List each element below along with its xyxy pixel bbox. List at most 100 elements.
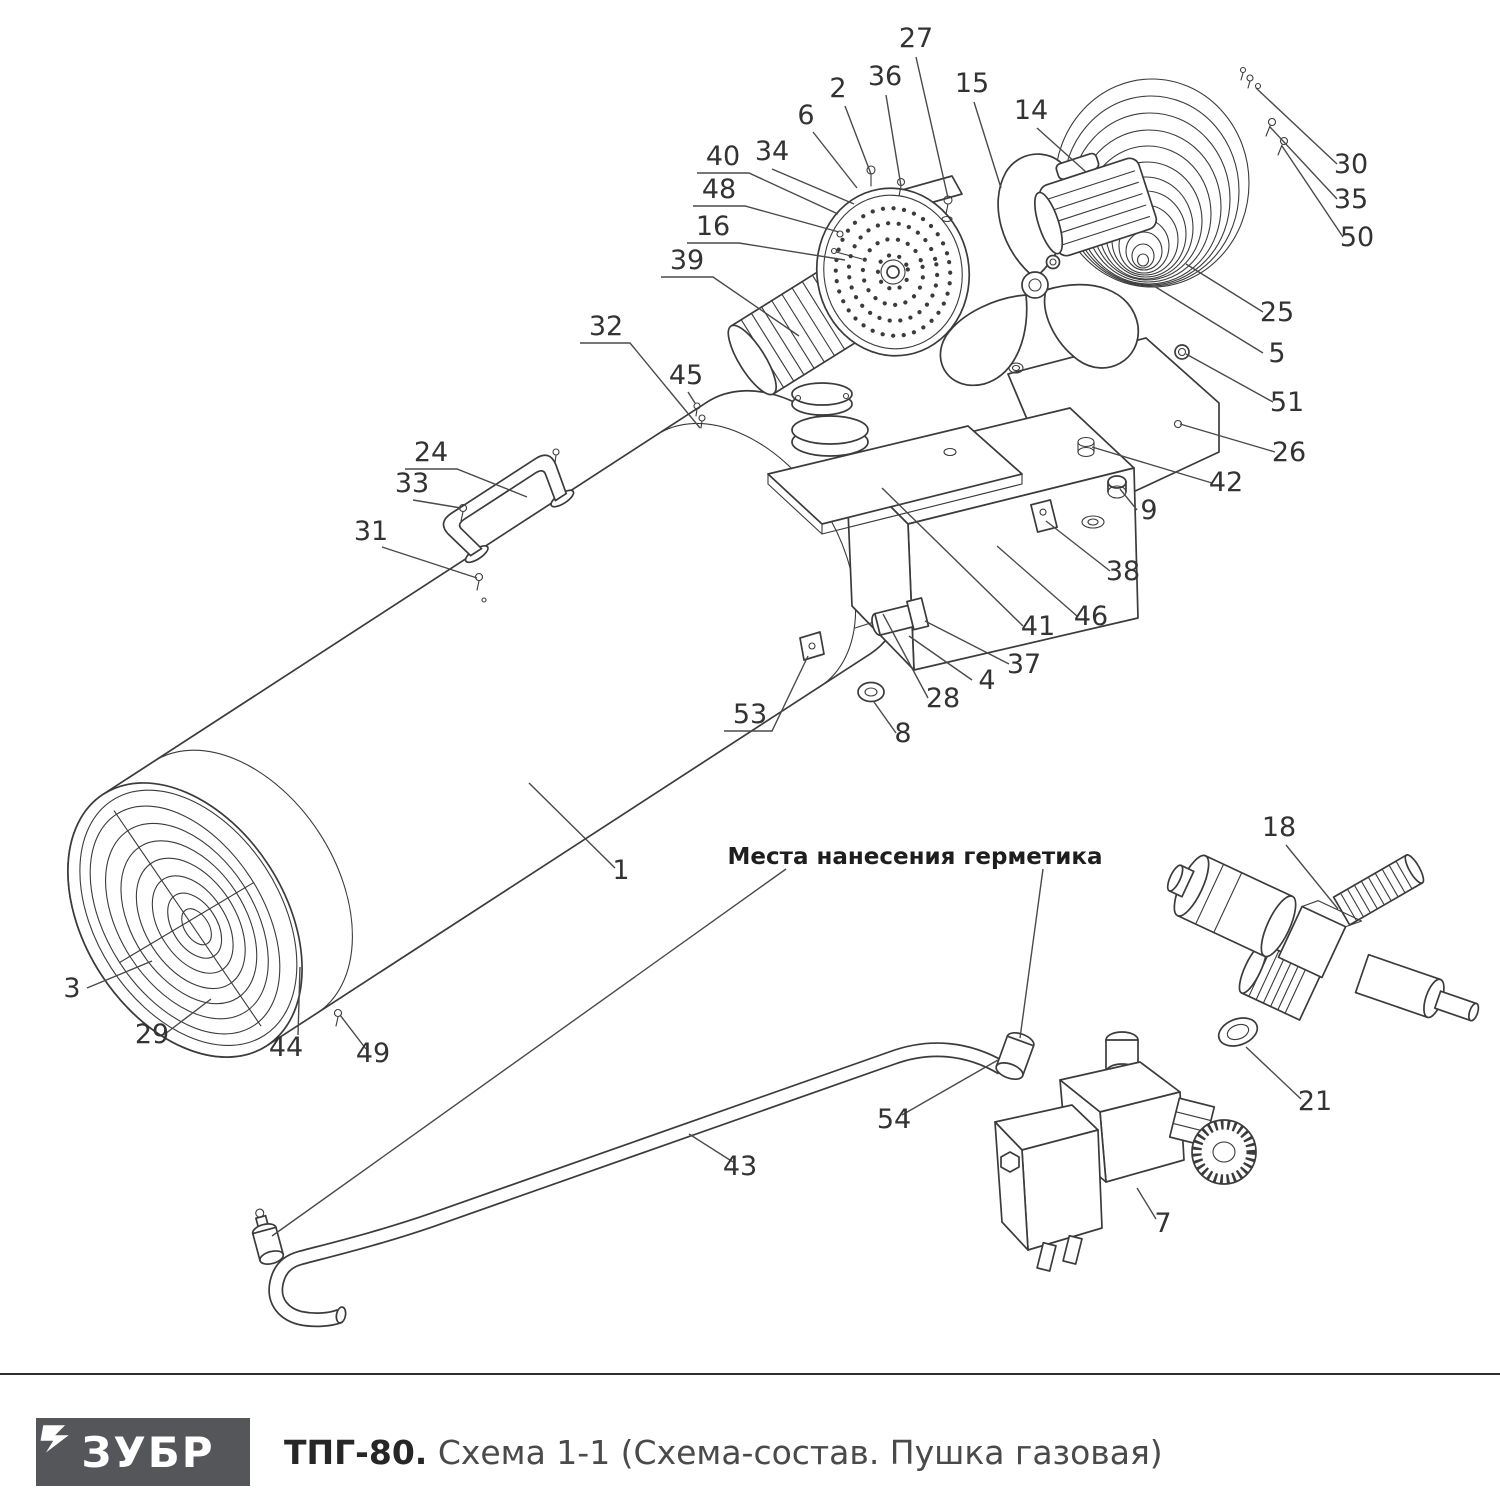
callout-8: 8 bbox=[894, 718, 911, 749]
callout-27: 27 bbox=[899, 23, 933, 54]
sealant-label: Места нанесения герметика bbox=[728, 844, 1103, 870]
leader-25 bbox=[1185, 263, 1264, 313]
callout-35: 35 bbox=[1334, 184, 1368, 215]
callout-54: 54 bbox=[877, 1104, 911, 1135]
solenoid-coil bbox=[994, 1104, 1103, 1272]
leader-51 bbox=[1185, 353, 1274, 403]
small-hardware bbox=[333, 66, 1289, 1027]
zubr-logo-text: ЗУБР bbox=[81, 1427, 215, 1477]
callout-36: 36 bbox=[868, 61, 902, 92]
leader-28 bbox=[882, 613, 929, 699]
leader-35 bbox=[1269, 126, 1338, 200]
leader-34 bbox=[771, 168, 855, 205]
leader-30 bbox=[1255, 87, 1338, 165]
leader-1 bbox=[528, 782, 616, 869]
leader-38 bbox=[1045, 520, 1111, 572]
leader-31 bbox=[381, 546, 478, 579]
leader-3 bbox=[86, 960, 153, 989]
knurled-knob bbox=[1191, 1119, 1257, 1185]
leader-8 bbox=[873, 701, 897, 734]
callout-4: 4 bbox=[978, 665, 995, 696]
callout-34: 34 bbox=[755, 136, 789, 167]
callout-1: 1 bbox=[612, 855, 629, 886]
diagram-subtitle: Схема 1-1 (Схема-состав. Пушка газовая) bbox=[437, 1432, 1163, 1472]
leader-48 bbox=[693, 205, 840, 233]
leader-39 bbox=[661, 276, 800, 337]
diagram-title: ТПГ-80. Схема 1-1 (Схема-состав. Пушка г… bbox=[284, 1433, 1163, 1472]
callout-6: 6 bbox=[797, 100, 814, 131]
threaded-nipple bbox=[1332, 854, 1425, 926]
footer-divider bbox=[0, 1373, 1500, 1375]
valve-cube bbox=[1277, 900, 1363, 979]
ignition-electrode bbox=[830, 230, 863, 260]
leader-36 bbox=[885, 94, 902, 187]
leader-14 bbox=[1036, 127, 1087, 173]
callout-31: 31 bbox=[354, 516, 388, 547]
gas-regulator bbox=[1166, 854, 1480, 1022]
callout-5: 5 bbox=[1268, 338, 1285, 369]
callout-24: 24 bbox=[414, 437, 448, 468]
callout-30: 30 bbox=[1334, 149, 1368, 180]
fitting-54 bbox=[995, 1031, 1035, 1081]
leader-18 bbox=[1285, 844, 1339, 910]
leader-4 bbox=[908, 635, 973, 681]
leader-9 bbox=[1119, 488, 1138, 511]
callout-15: 15 bbox=[955, 68, 989, 99]
zubr-logo: ЗУБР bbox=[36, 1418, 250, 1486]
callout-33: 33 bbox=[395, 468, 429, 499]
outlet-stem bbox=[1354, 953, 1480, 1022]
callout-16: 16 bbox=[696, 211, 730, 242]
callout-29: 29 bbox=[135, 1019, 169, 1050]
callout-37: 37 bbox=[1007, 649, 1041, 680]
callout-49: 49 bbox=[356, 1038, 390, 1069]
callout-39: 39 bbox=[670, 245, 704, 276]
leader-24 bbox=[405, 468, 528, 498]
handle bbox=[442, 454, 575, 564]
callout-9: 9 bbox=[1140, 495, 1157, 526]
callout-41: 41 bbox=[1021, 611, 1055, 642]
exploded-diagram: Места нанесения герметика bbox=[63, 23, 1480, 1328]
callout-42: 42 bbox=[1209, 467, 1243, 498]
leader-42 bbox=[1091, 446, 1213, 484]
leader-54 bbox=[901, 1059, 999, 1116]
footer: ЗУБР ТПГ-80. Схема 1-1 (Схема-состав. Пу… bbox=[36, 1418, 1163, 1486]
regulator-body bbox=[1166, 854, 1297, 958]
model-name: ТПГ-80. bbox=[284, 1432, 428, 1472]
leader-16 bbox=[687, 242, 846, 261]
leader-41 bbox=[881, 487, 1024, 627]
callout-32: 32 bbox=[589, 311, 623, 342]
nozzle-fitting bbox=[251, 1208, 285, 1265]
burner-plate bbox=[815, 187, 971, 357]
leader-45 bbox=[687, 391, 696, 404]
base-plate bbox=[767, 425, 1023, 535]
callout-48: 48 bbox=[702, 174, 736, 205]
nut-51 bbox=[1174, 344, 1190, 360]
leader-37 bbox=[924, 620, 1010, 665]
leader-26 bbox=[1179, 423, 1276, 453]
leader-7 bbox=[1136, 1187, 1157, 1220]
leader-21 bbox=[1245, 1046, 1302, 1100]
callout-28: 28 bbox=[926, 683, 960, 714]
leader-46 bbox=[996, 545, 1078, 617]
callout-18: 18 bbox=[1262, 812, 1296, 843]
leader-15 bbox=[973, 101, 1002, 189]
front-grille bbox=[89, 805, 281, 1035]
fan-shaft-washer bbox=[1045, 254, 1061, 270]
leader-33 bbox=[412, 499, 462, 509]
leader-43 bbox=[688, 1133, 734, 1163]
leader-29 bbox=[164, 998, 212, 1035]
gas-valve bbox=[994, 1031, 1257, 1272]
callout-43: 43 bbox=[723, 1151, 757, 1182]
leader-32 bbox=[580, 342, 701, 429]
callout-50: 50 bbox=[1340, 222, 1374, 253]
callout-44: 44 bbox=[269, 1032, 303, 1063]
callout-25: 25 bbox=[1260, 297, 1294, 328]
callout-53: 53 bbox=[733, 699, 767, 730]
leader-2 bbox=[844, 105, 872, 175]
callout-7: 7 bbox=[1154, 1208, 1171, 1239]
leader-44 bbox=[297, 966, 301, 1036]
callout-labels: 27 36 2 15 14 6 40 34 48 16 39 30 35 50 … bbox=[63, 23, 1374, 1239]
leader-6 bbox=[812, 131, 858, 189]
callout-40: 40 bbox=[706, 141, 740, 172]
callout-leaders bbox=[86, 56, 1344, 1220]
